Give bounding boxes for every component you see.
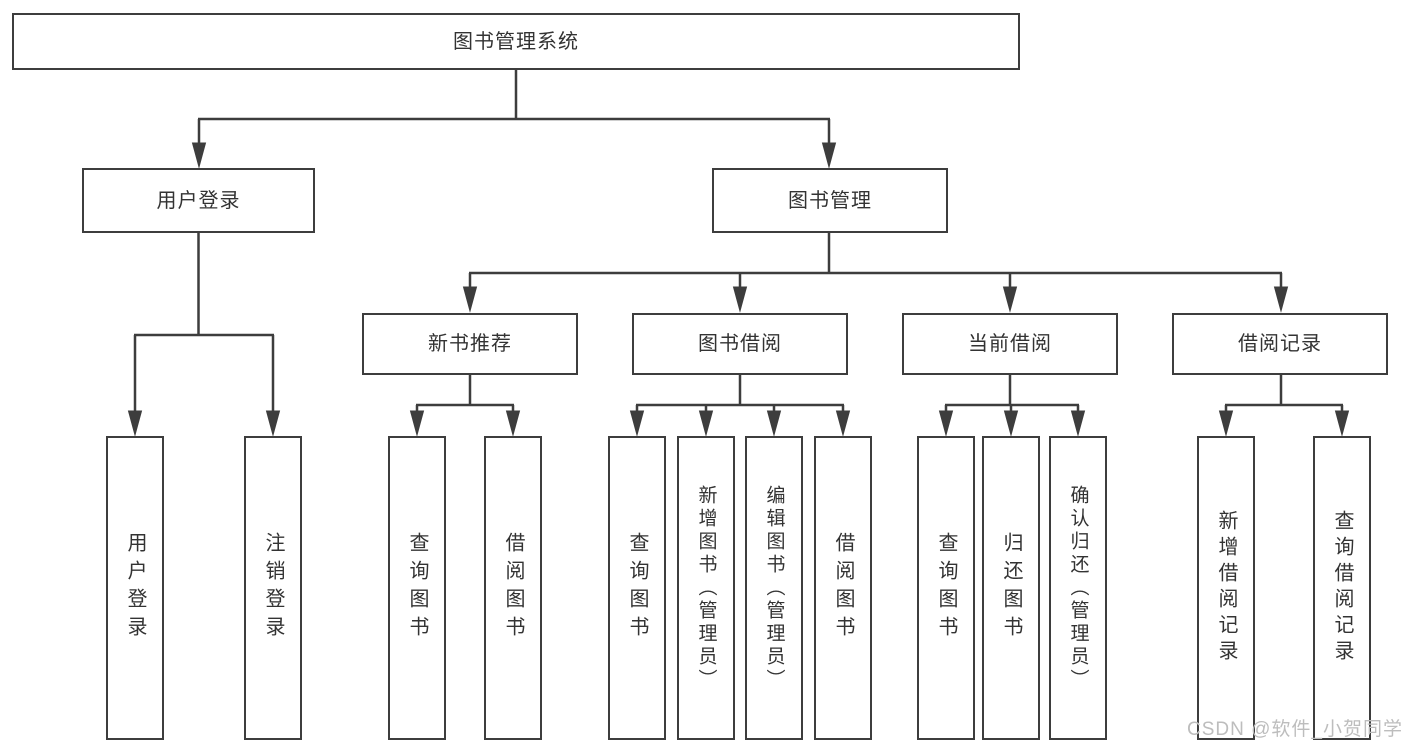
node-borrowing-records-label: 借阅记录 [1238,333,1322,355]
leaf-logout: 注销登录 [244,436,302,740]
leaf-return-books-label: 归还图书 [1000,532,1022,644]
node-root: 图书管理系统 [12,13,1020,70]
node-new-book-recommend: 新书推荐 [362,313,578,375]
csdn-watermark: CSDN @软件_小贺同学 [1187,719,1403,740]
leaf-add-borrow-record: 新增借阅记录 [1197,436,1255,740]
leaf-query-books-current-label: 查询图书 [935,532,957,644]
leaf-logout-label: 注销登录 [262,532,284,644]
node-user-login-label: 用户登录 [156,189,241,212]
leaf-borrow-books-recommend: 借阅图书 [484,436,542,740]
leaf-query-books-recommend-label: 查询图书 [406,532,428,644]
leaf-edit-books-admin: 编辑图书（管理员） [745,436,803,740]
leaf-user-login-label: 用户登录 [124,532,146,644]
node-current-borrowing-label: 当前借阅 [968,333,1052,355]
node-current-borrowing: 当前借阅 [902,313,1118,375]
node-borrowing-records: 借阅记录 [1172,313,1388,375]
node-new-book-recommend-label: 新书推荐 [428,333,512,355]
leaf-query-borrow-record: 查询借阅记录 [1313,436,1371,740]
leaf-return-books: 归还图书 [982,436,1040,740]
leaf-add-borrow-record-label: 新增借阅记录 [1215,510,1237,666]
leaf-confirm-return-admin: 确认归还（管理员） [1049,436,1107,740]
leaf-add-books-admin-label: 新增图书（管理员） [695,484,717,692]
node-book-management-label: 图书管理 [788,189,872,212]
node-book-borrowing-label: 图书借阅 [698,333,782,355]
leaf-query-books-borrowing: 查询图书 [608,436,666,740]
leaf-borrow-books-recommend-label: 借阅图书 [502,532,524,644]
node-root-label: 图书管理系统 [453,30,579,53]
leaf-borrow-books-borrowing-label: 借阅图书 [832,532,854,644]
leaf-add-books-admin: 新增图书（管理员） [677,436,735,740]
leaf-borrow-books-borrowing: 借阅图书 [814,436,872,740]
leaf-query-borrow-record-label: 查询借阅记录 [1331,510,1353,666]
leaf-query-books-current: 查询图书 [917,436,975,740]
node-book-borrowing: 图书借阅 [632,313,848,375]
leaf-confirm-return-admin-label: 确认归还（管理员） [1067,484,1089,692]
node-book-management: 图书管理 [712,168,948,233]
leaf-query-books-borrowing-label: 查询图书 [626,532,648,644]
leaf-user-login: 用户登录 [106,436,164,740]
node-user-login: 用户登录 [82,168,315,233]
leaf-edit-books-admin-label: 编辑图书（管理员） [763,484,785,692]
leaf-query-books-recommend: 查询图书 [388,436,446,740]
